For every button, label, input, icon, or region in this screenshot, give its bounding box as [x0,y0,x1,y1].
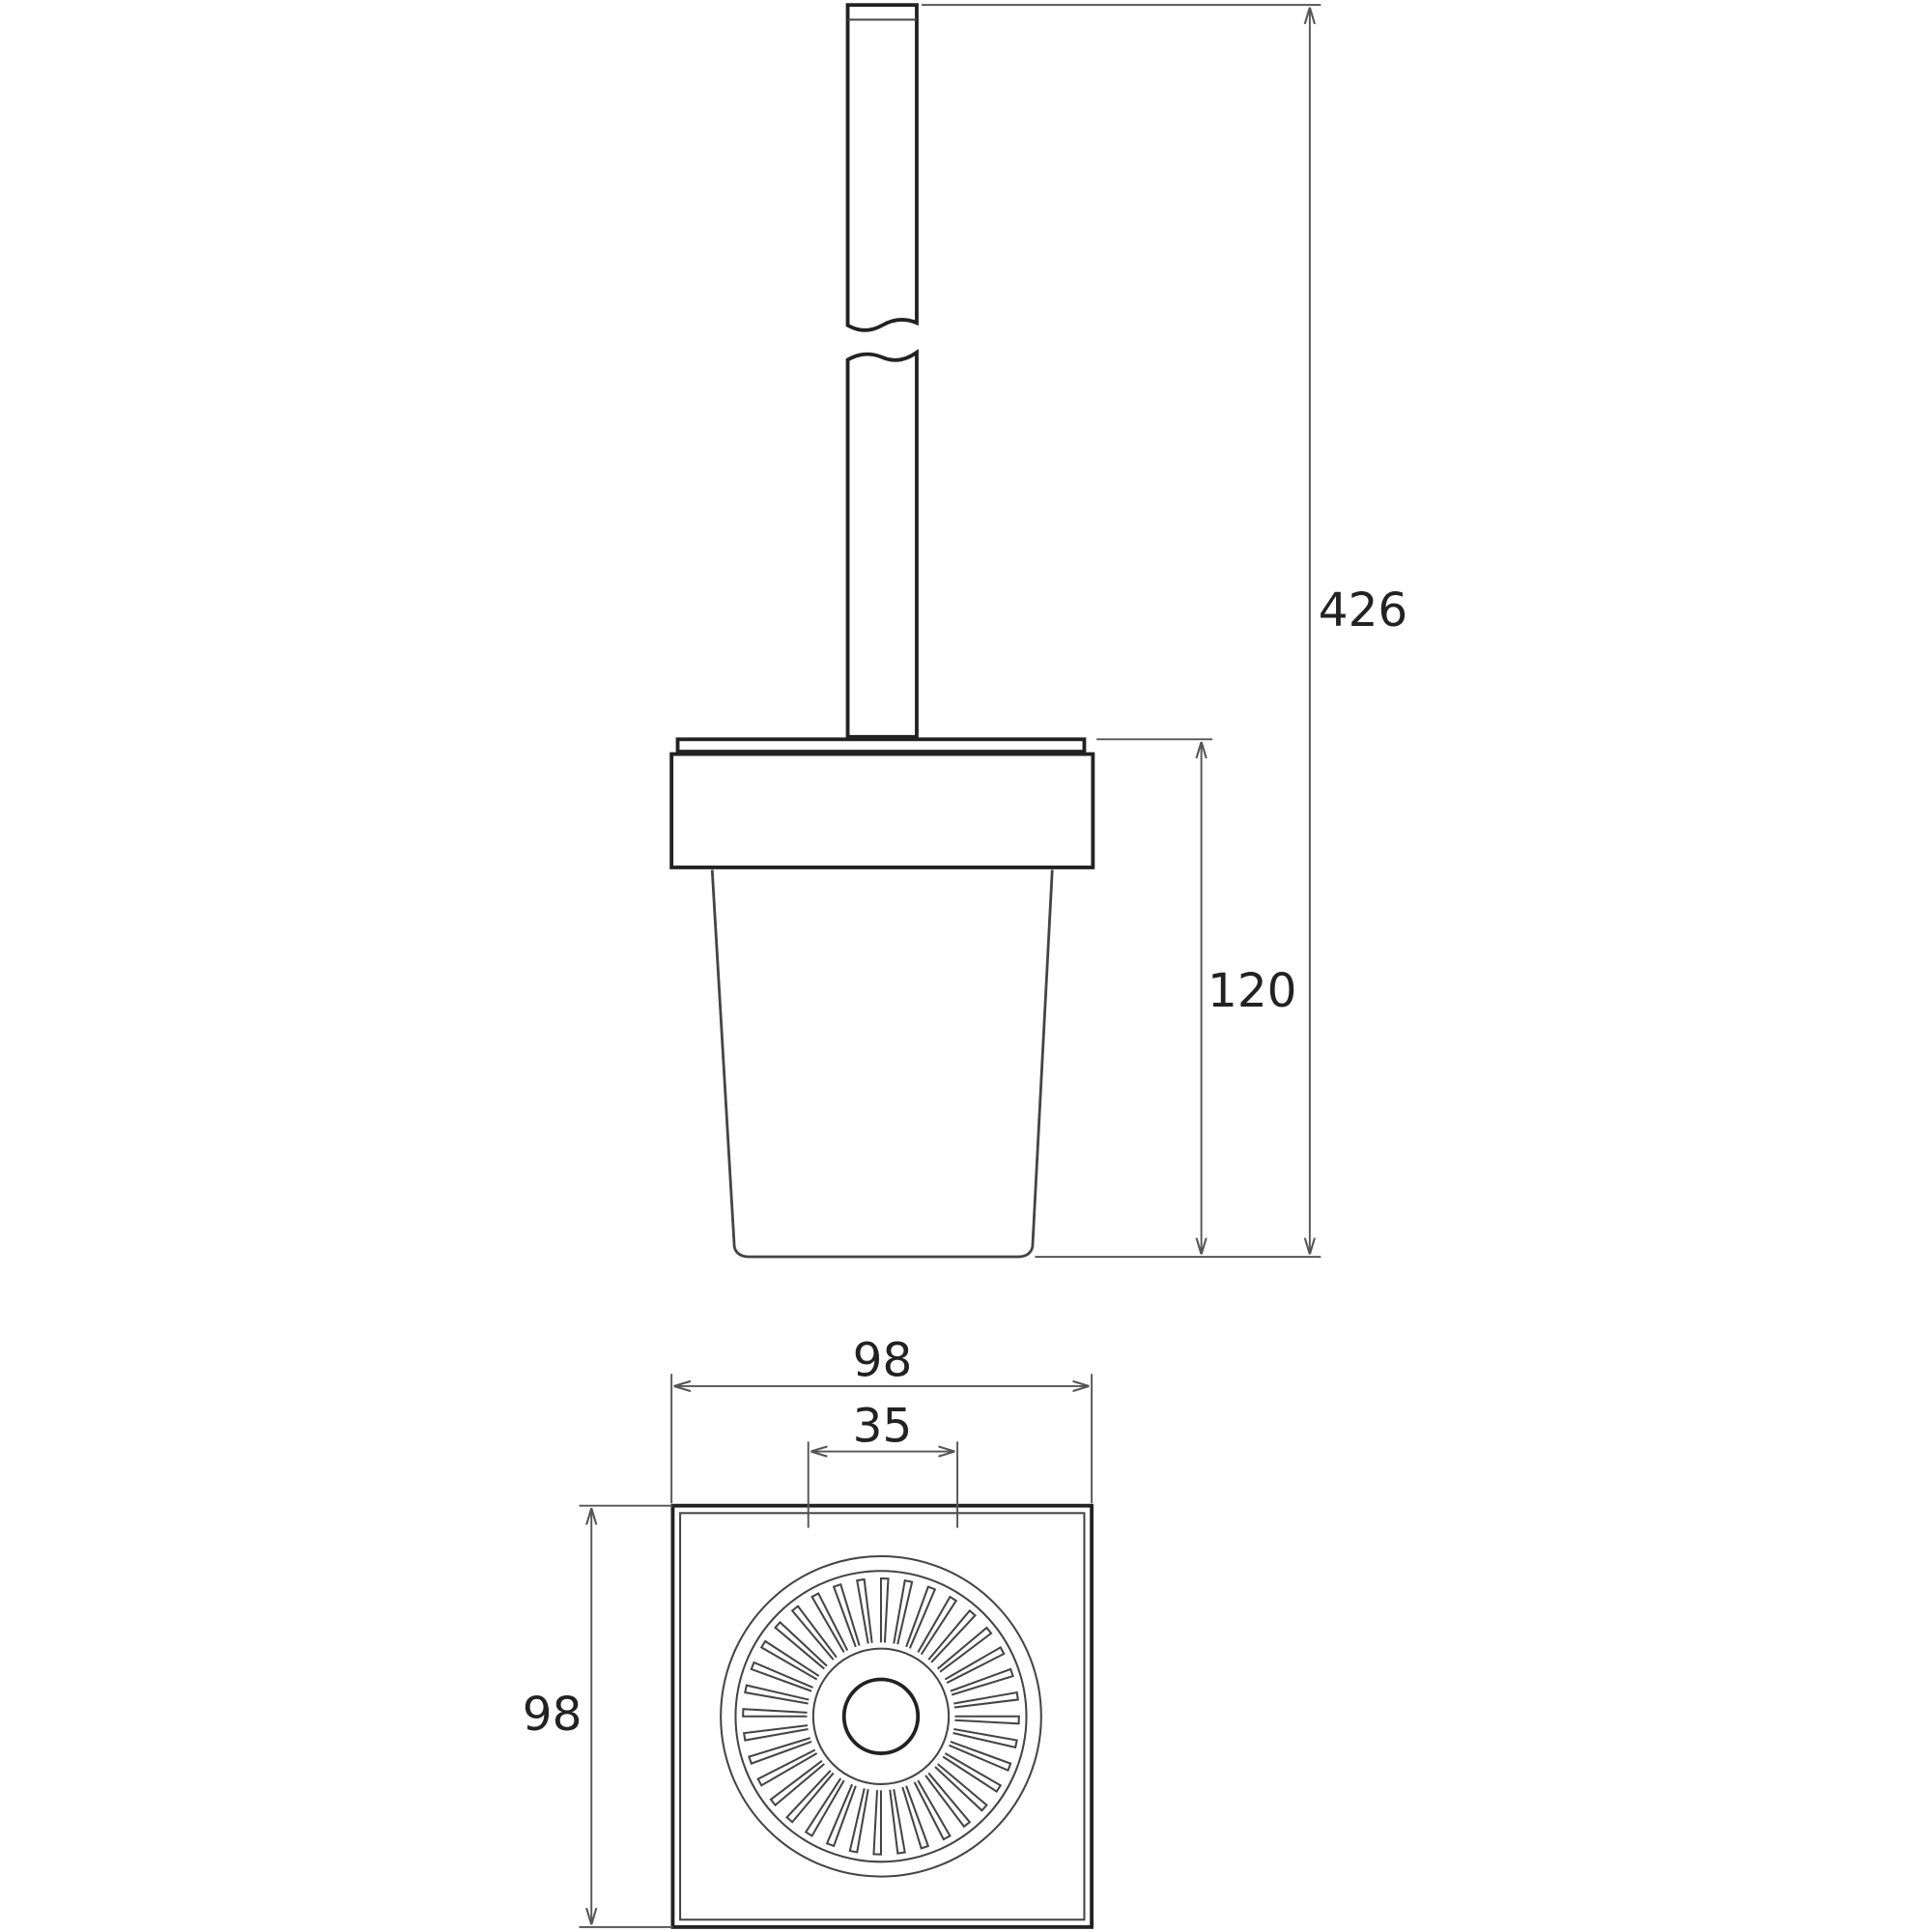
bristle-tuft [927,1608,977,1663]
bristle-tuft [748,1737,812,1765]
holder-lid [669,737,1095,869]
dimension-label-120: 120 [1208,964,1296,1018]
bristle-tuft [825,1783,857,1848]
bristle-tuft [954,1715,1020,1725]
bristle-tuft [759,1639,820,1681]
bristle-tuft [952,1728,1018,1749]
dimension-width: 98 [670,1334,1094,1504]
bristle-tuft [893,1578,914,1645]
bristle-tuft [901,1785,930,1850]
bristle-tuft [953,1690,1019,1709]
brush-handle [845,3,919,739]
dimension-holder-height: 120 [1096,738,1296,1255]
bristle-tuft [750,1661,813,1692]
bristle-tuft [769,1760,825,1807]
bristle-tuft [934,1763,988,1812]
dimension-label-426: 426 [1319,583,1407,638]
bristle-tuft [832,1582,861,1648]
bristle-tuft [744,1684,810,1705]
dimension-label-35: 35 [853,1399,913,1453]
bristle-tuft [942,1752,1003,1794]
bristle-tuft [879,1577,890,1643]
bristle-tuft [924,1772,972,1829]
dimension-depth: 98 [523,1504,673,1928]
bristle-tuft [872,1790,883,1856]
bristle-tuft [774,1620,828,1670]
bristle-tuft [856,1577,873,1644]
holder-cup [710,869,1054,1259]
dimension-label-98-width: 98 [853,1334,913,1388]
bristle-tuft [948,1740,1012,1773]
bristle-tuft [785,1770,835,1824]
bristle-tuft [742,1708,808,1718]
bristle-tuft [944,1645,1006,1685]
bristle-tuft [913,1779,952,1841]
dimension-handle-spacing: 35 [807,1399,959,1528]
bristle-tuft [937,1626,993,1673]
bristle-tuft [848,1788,869,1854]
bristle-tuft [742,1724,809,1742]
bristle-tuft [756,1748,818,1787]
bristle-tuft [804,1777,845,1837]
bristle-tuft [810,1592,849,1653]
bristle-tuft [905,1585,937,1649]
bristle-tuft [917,1595,958,1656]
bristle-tuft [790,1605,838,1661]
top-view: 98 35 98 [523,1334,1094,1929]
bristle-tuft [950,1667,1014,1696]
dimension-overall-height: 426 [922,4,1407,1258]
side-view: 426 120 [669,3,1407,1259]
bristle-tuft [889,1788,906,1855]
dimension-label-98-depth: 98 [523,1688,582,1742]
brush-head-top [720,1554,1042,1878]
